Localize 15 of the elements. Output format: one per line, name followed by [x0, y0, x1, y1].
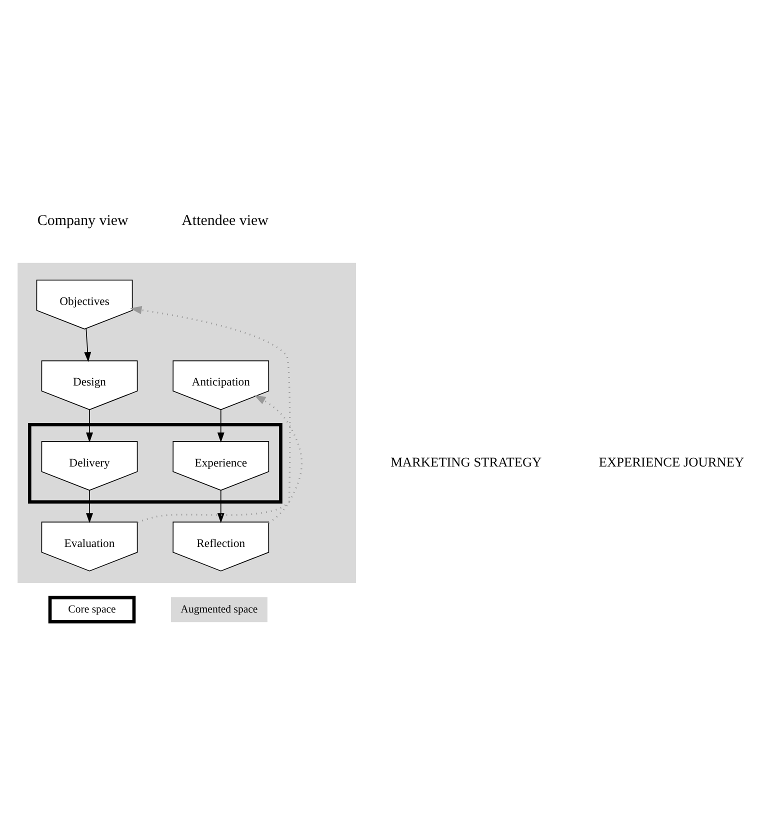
arrow — [84, 328, 92, 362]
label: MARKETING STRATEGY — [390, 454, 542, 470]
arrow — [86, 409, 93, 443]
cluster — [28, 422, 282, 504]
legend-label: Augmented space — [180, 603, 258, 616]
cluster — [18, 262, 356, 584]
legend-label: Core space — [68, 603, 116, 616]
arrow — [86, 490, 93, 524]
arrow — [254, 394, 303, 524]
label: Company view — [37, 213, 128, 230]
arrow — [130, 306, 291, 524]
arrow — [217, 409, 224, 443]
label: Attendee view — [182, 213, 268, 230]
arrow — [217, 490, 224, 524]
label: EXPERIENCE JOURNEY — [598, 454, 744, 470]
